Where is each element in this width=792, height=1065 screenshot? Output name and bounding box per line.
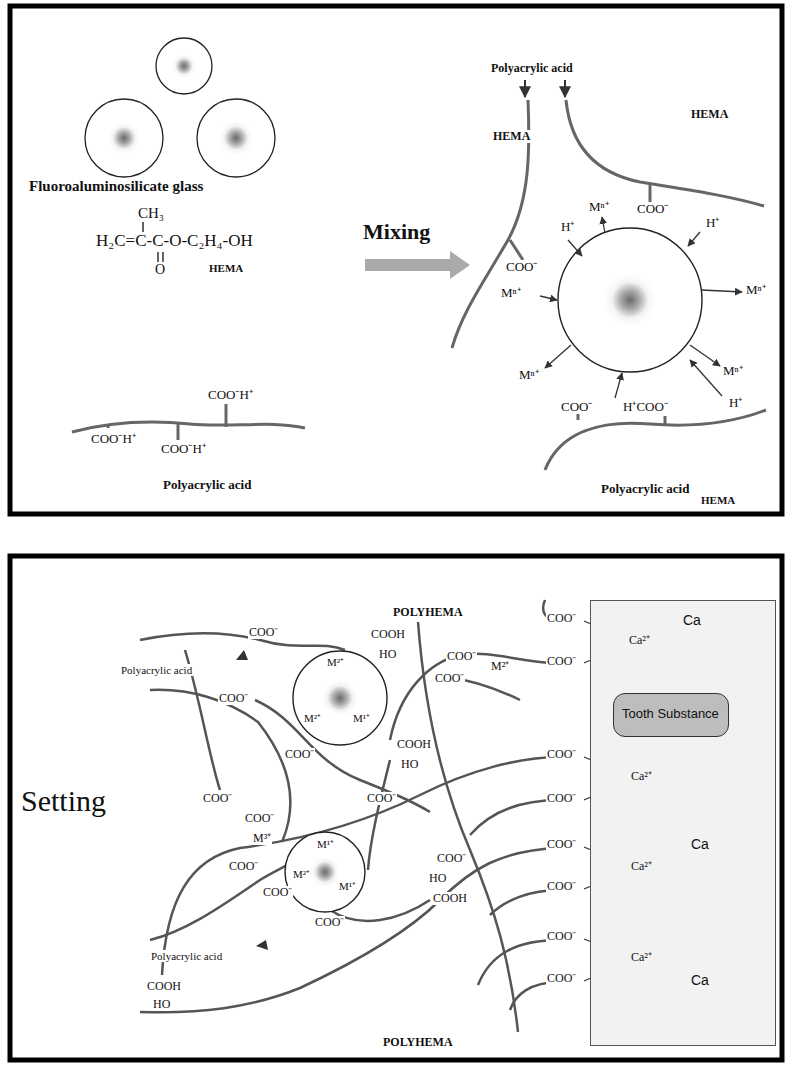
down-arrow xyxy=(525,80,565,97)
ion-label: COO⁻ xyxy=(546,838,577,851)
ion-label: Ca²⁺ xyxy=(630,770,653,783)
ion-label: COO⁻ xyxy=(314,916,345,929)
glass-particle xyxy=(285,651,387,912)
component-label: Polyacrylic acid xyxy=(162,478,252,492)
ion-label: HO xyxy=(152,998,171,1011)
ion-label: COO⁻ xyxy=(505,260,538,274)
element-label: Ca xyxy=(683,613,701,628)
tooth-substance-box: Tooth Substance xyxy=(613,693,729,737)
ion-label: M²⁺ xyxy=(326,656,345,668)
component-label: POLYHEMA xyxy=(392,606,464,619)
panel-frame xyxy=(10,6,782,514)
tooth-region: CaCaCaTooth Substance xyxy=(590,600,776,1046)
mixing-arrow xyxy=(365,251,470,279)
ion-label: COO⁻ xyxy=(244,812,275,825)
component-label: HEMA xyxy=(492,130,531,143)
ion-label: CH₃ xyxy=(137,205,165,222)
ion-label: H₂C=C-C-O-C₂H₄-OH xyxy=(95,232,254,251)
ion-label: Polyacrylic acid xyxy=(150,950,223,962)
element-label: Ca xyxy=(691,837,709,852)
ion-label: COO⁻ xyxy=(560,400,593,414)
ion-label: Polyacrylic acid xyxy=(120,664,193,676)
ion-label: M²⁺ xyxy=(303,712,322,724)
panel-title: Setting xyxy=(20,784,107,817)
ion-label: COO⁻ xyxy=(248,626,279,639)
ion-label: M²⁺ xyxy=(490,660,510,673)
glass-particle xyxy=(558,228,702,372)
ion-label: COO⁻ xyxy=(546,972,577,985)
ion-label: COO⁻H⁺ xyxy=(160,442,207,456)
ion-label: M¹⁺ xyxy=(338,880,357,892)
ion-label: COO⁻ xyxy=(446,650,477,663)
ion-label: H⁺COO⁻ xyxy=(622,400,669,414)
ion-label: COO⁻ xyxy=(546,930,577,943)
component-label: Polyacrylic acid xyxy=(600,482,690,496)
ion-label: Ca²⁺ xyxy=(630,951,653,964)
ion-label: COOH xyxy=(146,980,182,993)
ion-label: M¹⁺ xyxy=(352,712,371,724)
box-label: Tooth Substance xyxy=(622,707,719,721)
ion-label: COO⁻ xyxy=(546,612,577,625)
ion-label: Mⁿ⁺ xyxy=(518,368,540,382)
ion-label: COO⁻ xyxy=(546,748,577,761)
ion-label: COO⁻ xyxy=(284,748,315,761)
ion-label: O xyxy=(154,262,166,277)
ion-label: M¹⁺ xyxy=(316,838,335,850)
panel-title: Mixing xyxy=(362,220,431,244)
ion-label: COO⁻ xyxy=(436,852,467,865)
ion-label: H⁺ xyxy=(705,216,720,230)
ion-label: COO⁻ xyxy=(218,692,249,705)
polymer-chain xyxy=(452,100,766,470)
ion-label: COO⁻ xyxy=(228,860,259,873)
ion-label: Mⁿ⁺ xyxy=(722,364,744,378)
ion-label: COO⁻ xyxy=(366,792,397,805)
glass-particles xyxy=(85,38,275,177)
ion-label: COO⁻ xyxy=(262,886,293,899)
component-label: Polyacrylic acid xyxy=(490,62,574,75)
ion-label: M²⁺ xyxy=(292,868,311,880)
ion-label: Ca²⁺ xyxy=(628,634,651,647)
ion-label: COO⁻ xyxy=(546,880,577,893)
ion-label: H⁺ xyxy=(560,220,575,234)
ion-label: COO⁻H⁺ xyxy=(207,388,254,402)
component-label: Fluoroaluminosilicate glass xyxy=(28,178,204,195)
ion-label: COOH xyxy=(370,628,406,641)
ion-label: Mⁿ⁺ xyxy=(588,200,610,214)
ion-label: Mⁿ⁺ xyxy=(500,286,522,300)
ion-label: COO⁻ xyxy=(546,655,577,668)
panel-frame xyxy=(10,556,782,1060)
ion-label: M³⁺ xyxy=(252,832,272,845)
ion-label: H⁺ xyxy=(728,396,743,410)
element-label: Ca xyxy=(691,973,709,988)
ion-arrows xyxy=(540,217,742,398)
polymer-network xyxy=(140,600,560,1032)
ion-label: HO xyxy=(400,758,419,771)
ion-label: COO⁻ xyxy=(636,202,669,216)
ion-label: Ca²⁺ xyxy=(630,860,653,873)
ion-label: COOH xyxy=(396,738,432,751)
ion-label: Mⁿ⁺ xyxy=(745,283,767,297)
ion-label: COO⁻H⁺ xyxy=(90,432,137,446)
ion-label: HO xyxy=(428,872,447,885)
component-label: POLYHEMA xyxy=(382,1036,454,1049)
ion-label: HO xyxy=(378,648,397,661)
component-label: HEMA xyxy=(700,494,736,506)
ion-label: COO⁻ xyxy=(546,792,577,805)
component-label: HEMA xyxy=(208,262,244,274)
ion-label: COO⁻ xyxy=(434,672,465,685)
ion-label: COO⁻ xyxy=(202,792,233,805)
component-label: HEMA xyxy=(690,108,729,121)
ion-label: COOH xyxy=(432,892,468,905)
